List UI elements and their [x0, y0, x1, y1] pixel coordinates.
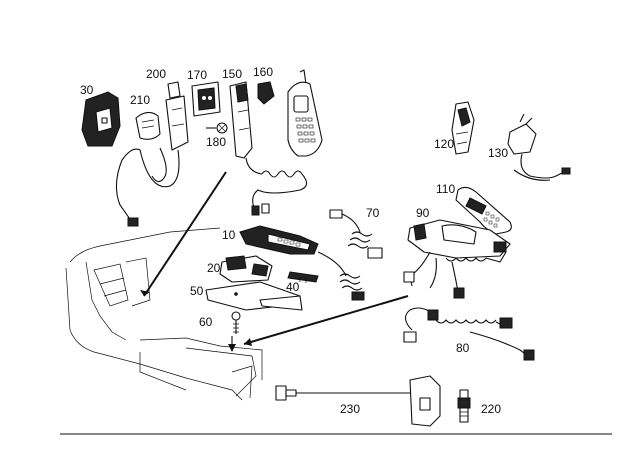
part-50-plate: [205, 281, 303, 311]
part-210-pad: [135, 111, 161, 140]
callout-210: 210: [130, 93, 150, 107]
callout-10: 10: [222, 228, 236, 242]
part-120-holder: [451, 101, 475, 155]
callout-80: 80: [456, 341, 470, 355]
part-20-base: [219, 255, 273, 283]
callout-labels: 30 210 200 170 150 160 180 120 130 110 9…: [80, 65, 508, 416]
callout-40: 40: [286, 280, 300, 294]
callout-20: 20: [207, 261, 221, 275]
part-230-antenna-cable: [275, 375, 441, 427]
callout-130: 130: [488, 146, 508, 160]
part-60-screw: [231, 311, 241, 334]
callout-50: 50: [190, 284, 204, 298]
part-70-coiled-cable: [329, 209, 383, 259]
callout-120: 120: [434, 137, 454, 151]
callout-230: 230: [340, 402, 360, 416]
vehicle-console: [65, 227, 263, 401]
part-110-phone: [455, 186, 512, 235]
callout-200: 200: [146, 67, 166, 81]
callout-60: 60: [199, 315, 213, 329]
part-80-harness: [403, 307, 535, 361]
pointer-arrows: [140, 171, 409, 352]
callout-30: 30: [80, 83, 94, 97]
mobile-phone-top: [287, 69, 323, 157]
part-10-handset: [239, 225, 365, 301]
part-220-connector: [457, 389, 471, 423]
part-170-adapter: [191, 81, 221, 117]
part-160-clip: [257, 81, 275, 105]
callout-160: 160: [253, 65, 273, 79]
callout-90: 90: [416, 206, 430, 220]
callout-110: 110: [436, 182, 455, 196]
part-30-holder: [81, 91, 121, 147]
part-130-charger: [507, 113, 571, 181]
part-200-bracket: [115, 81, 189, 227]
callout-180: 180: [206, 135, 226, 149]
callout-170: 170: [187, 68, 207, 82]
part-90-cradle: [403, 219, 511, 299]
callout-70: 70: [366, 206, 380, 220]
part-150-cradle: [229, 81, 308, 216]
callout-150: 150: [222, 67, 242, 81]
part-180-screw: [206, 122, 228, 134]
part-40-connector: [287, 271, 319, 283]
callout-220: 220: [481, 402, 501, 416]
